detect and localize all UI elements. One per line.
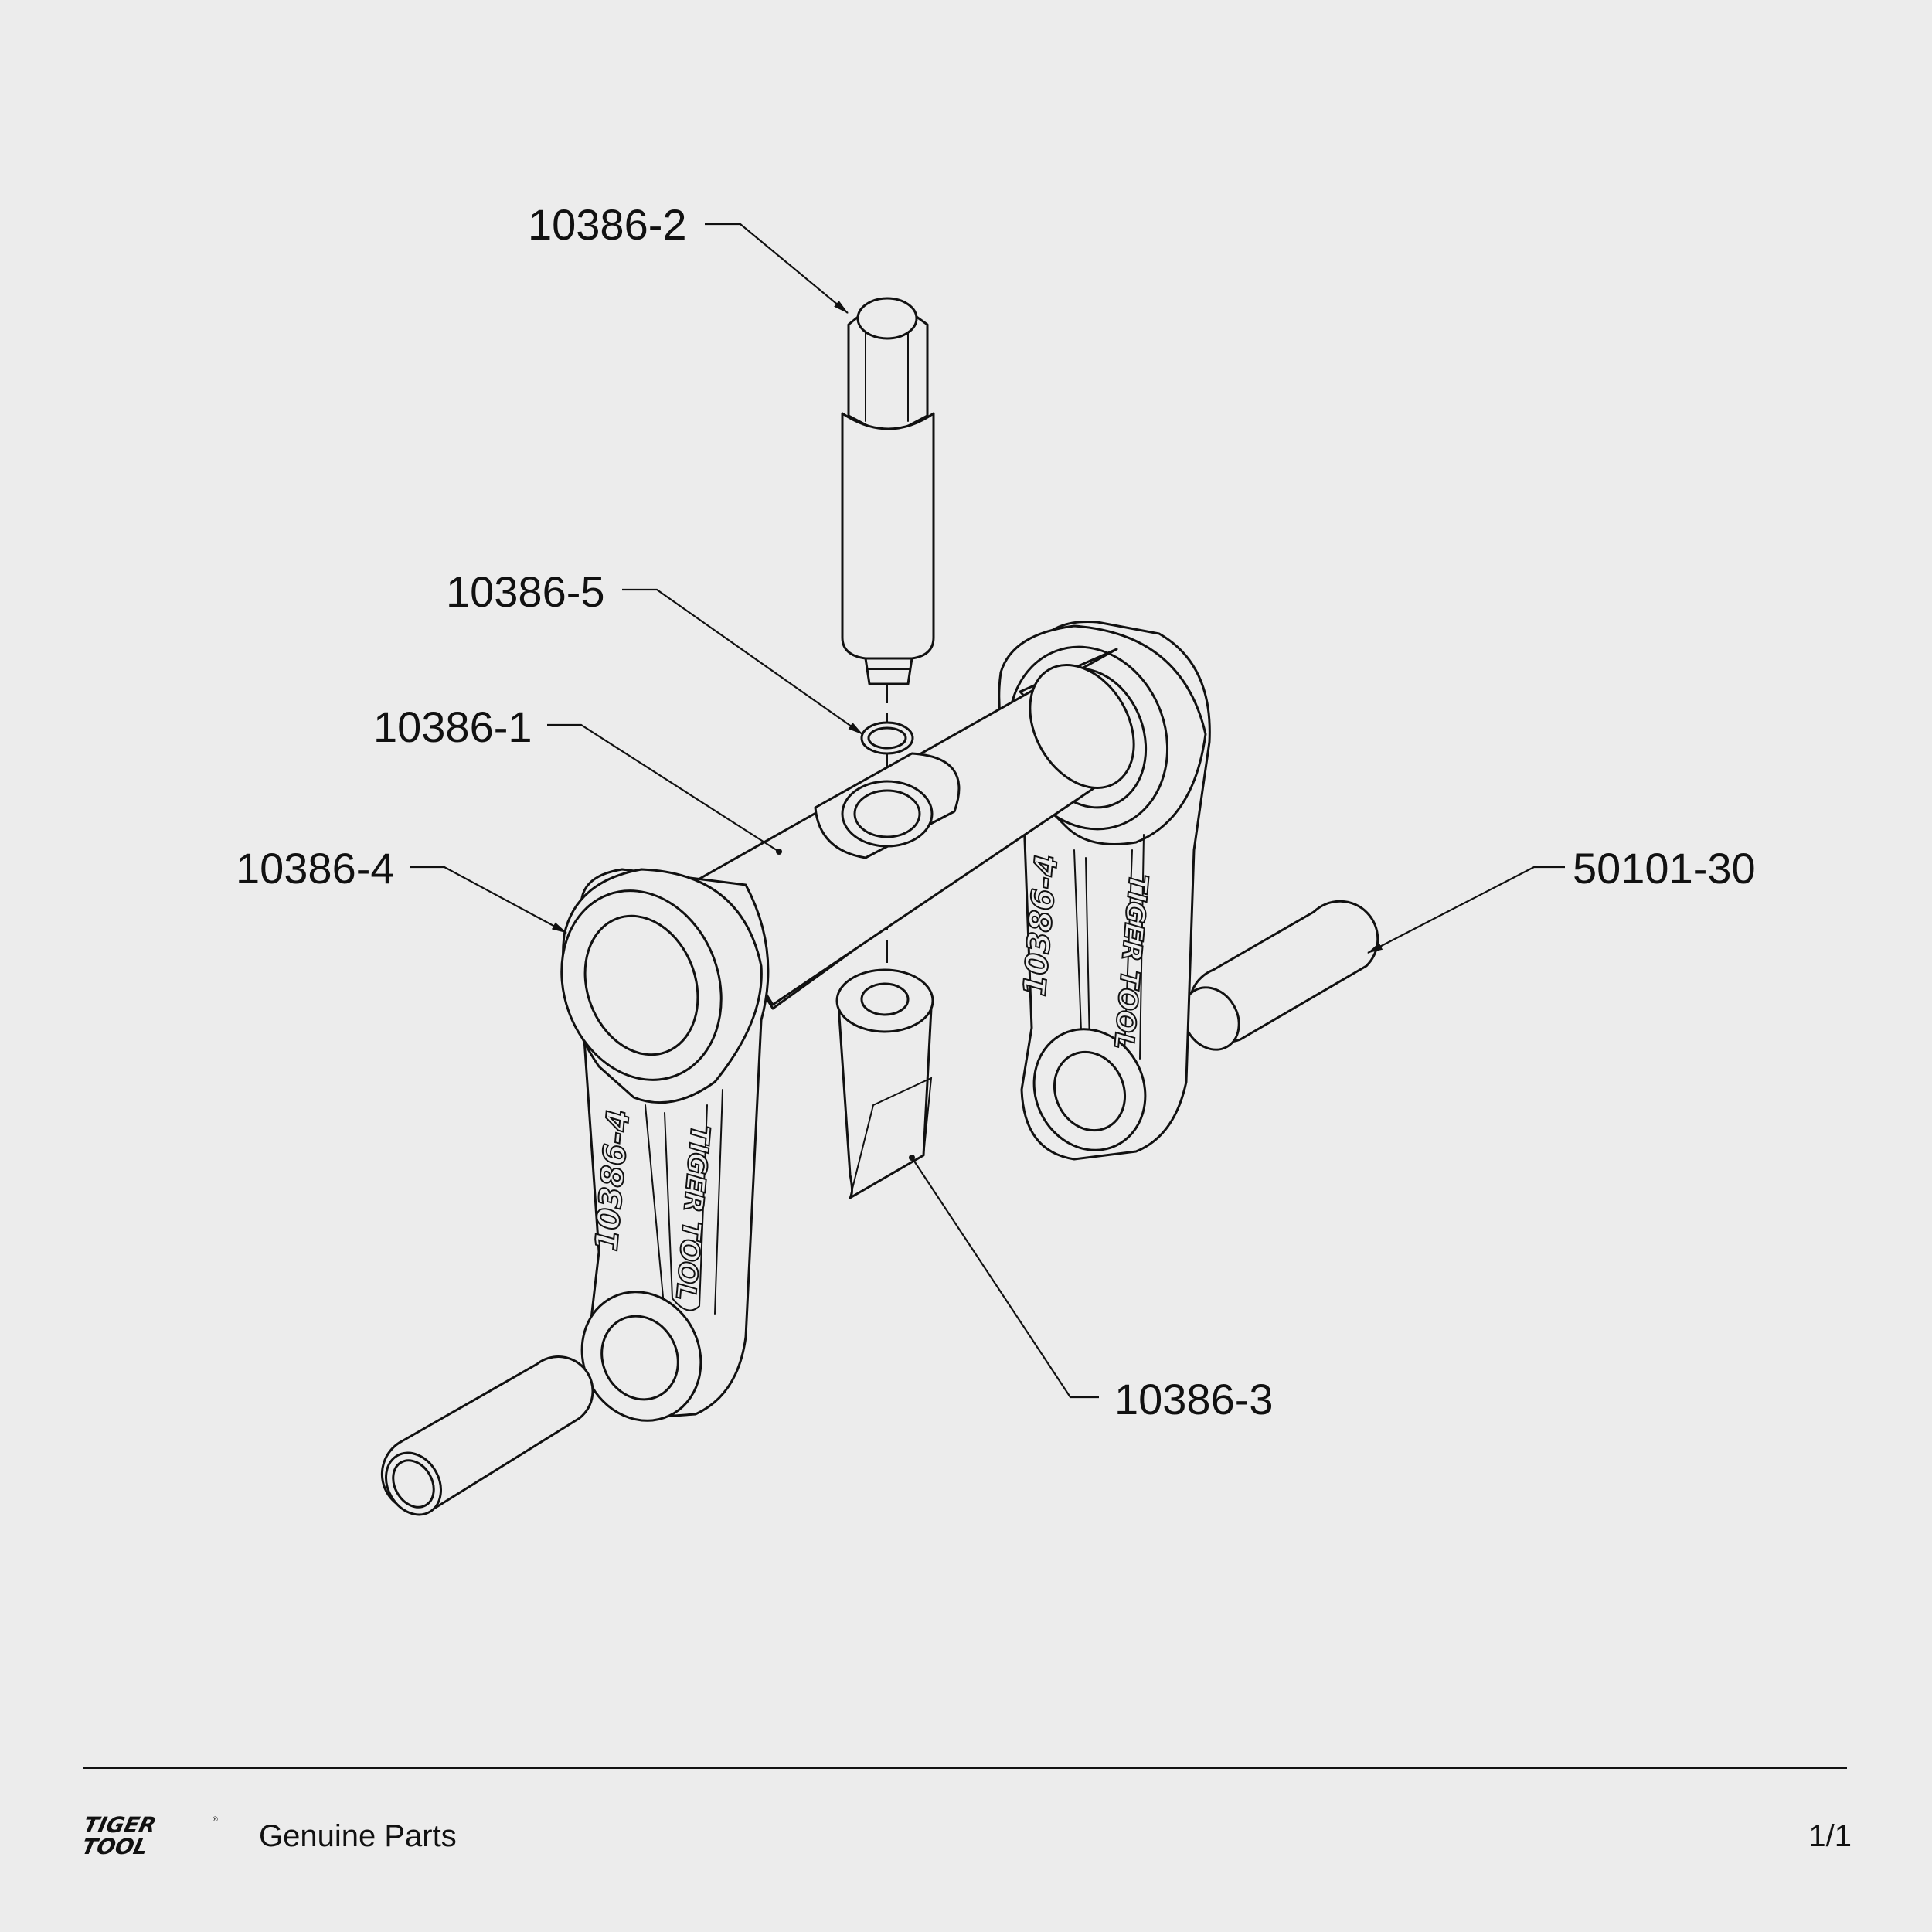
footer-tagline: Genuine Parts <box>259 1819 457 1853</box>
callout-10386-3: 10386-3 <box>1114 1375 1274 1423</box>
cross-bar-10386-1 <box>694 648 1135 1010</box>
footer-divider <box>83 1767 1847 1769</box>
o-ring-10386-5 <box>860 721 914 755</box>
callout-10386-5: 10386-5 <box>446 567 605 616</box>
tiger-tool-logo: TIGER TOOL ® <box>82 1812 219 1859</box>
page-indicator: 1/1 <box>1808 1819 1852 1853</box>
callout-10386-2: 10386-2 <box>528 200 687 249</box>
callout-50101-30: 50101-30 <box>1573 844 1756 893</box>
screw-10386-2 <box>841 297 935 685</box>
pin-right-50101-30 <box>1182 900 1379 1051</box>
pin-left-50101-30 <box>380 1355 594 1516</box>
lever-arm-left-10386-4: 10386-4 TIGER TOOL <box>560 868 770 1422</box>
leader-lines <box>410 223 1565 1399</box>
callout-10386-4: 10386-4 <box>236 844 395 893</box>
svg-text:TOOL: TOOL <box>82 1834 150 1859</box>
svg-text:TIGER: TIGER <box>82 1812 158 1838</box>
wedge-10386-3 <box>835 968 934 1199</box>
callout-10386-1: 10386-1 <box>373 702 532 751</box>
svg-text:®: ® <box>212 1816 219 1824</box>
